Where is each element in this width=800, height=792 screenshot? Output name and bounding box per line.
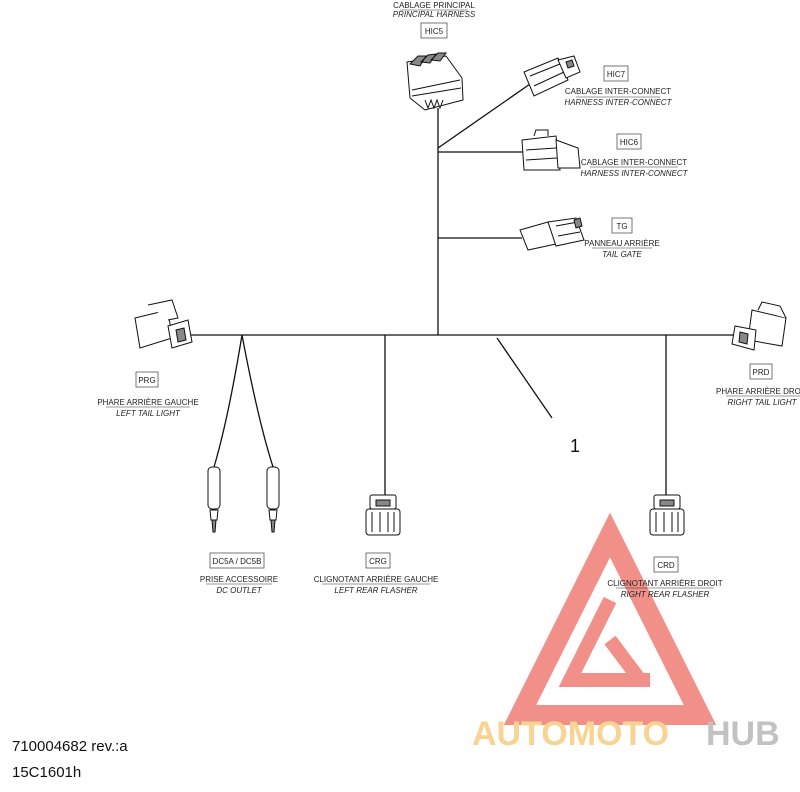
hic5-label-fr: CABLAGE PRINCIPAL bbox=[393, 1, 475, 10]
watermark-triangle bbox=[503, 512, 717, 725]
dc5b-connector bbox=[266, 466, 280, 533]
dc5-code-box bbox=[209, 552, 265, 569]
hic5-code: HIC5 bbox=[425, 27, 444, 36]
prg-code-box bbox=[135, 371, 159, 388]
crg-label-fr: CLIGNOTANT ARRIÈRE GAUCHE bbox=[314, 575, 439, 584]
watermark-logo: AUTOMOTO HUB bbox=[472, 512, 780, 753]
crg-connector bbox=[365, 494, 401, 536]
prg-code: PRG bbox=[138, 376, 155, 385]
dc5-code: DC5A / DC5B bbox=[213, 557, 262, 566]
code-boxes bbox=[135, 22, 773, 573]
tg-connector bbox=[519, 217, 585, 251]
hic5-label-en: PRINCIPAL HARNESS bbox=[393, 10, 476, 19]
crg-code: CRG bbox=[369, 557, 387, 566]
part-callout-1: 1 bbox=[570, 436, 580, 456]
callout-leader bbox=[496, 337, 553, 419]
hic7-code-box bbox=[603, 65, 629, 82]
hic6-label-fr: CABLAGE INTER-CONNECT bbox=[581, 158, 687, 167]
tg-code: TG bbox=[616, 222, 627, 231]
prg-label-en: LEFT TAIL LIGHT bbox=[116, 409, 181, 418]
hic5-code-box bbox=[420, 22, 448, 39]
crd-connector bbox=[649, 494, 685, 536]
hic6-code: HIC6 bbox=[620, 138, 639, 147]
prd-label-en: RIGHT TAIL LIGHT bbox=[727, 398, 797, 407]
tg-label-fr: PANNEAU ARRIÈRE bbox=[584, 239, 659, 248]
dc5-label-fr: PRISE ACCESSOIRE bbox=[200, 575, 278, 584]
hic7-label-en: HARNESS INTER-CONNECT bbox=[564, 98, 672, 107]
hic6-label-en: HARNESS INTER-CONNECT bbox=[580, 169, 688, 178]
branch-dc-a bbox=[213, 334, 243, 468]
crd-label-fr: CLIGNOTANT ARRIÈRE DROIT bbox=[607, 579, 722, 588]
harness-wires bbox=[190, 83, 735, 495]
dc5a-connector bbox=[207, 466, 221, 533]
prd-label-fr: PHARE ARRIÈRE DROIT bbox=[716, 387, 800, 396]
prd-code-box bbox=[749, 363, 773, 380]
tg-label-en: TAIL GATE bbox=[602, 250, 642, 259]
watermark-text-auto: AUTOMOTO bbox=[472, 715, 669, 753]
prd-code: PRD bbox=[753, 368, 770, 377]
tg-code-box bbox=[611, 217, 633, 234]
watermark-text-hub: HUB bbox=[706, 715, 780, 753]
prd-connector bbox=[731, 301, 787, 351]
hic7-label-fr: CABLAGE INTER-CONNECT bbox=[565, 87, 671, 96]
label-underlines bbox=[106, 9, 800, 589]
hic5-connector bbox=[406, 52, 464, 111]
prg-connector bbox=[134, 299, 193, 349]
dc5-label-en: DC OUTLET bbox=[216, 586, 262, 595]
prg-label-fr: PHARE ARRIÈRE GAUCHE bbox=[97, 398, 198, 407]
crd-code-box bbox=[653, 556, 679, 573]
hic6-connector bbox=[521, 129, 581, 171]
hic6-code-box bbox=[616, 133, 642, 150]
crd-label-en: RIGHT REAR FLASHER bbox=[621, 590, 710, 599]
document-number: 710004682 rev.:a bbox=[12, 738, 128, 755]
crg-label-en: LEFT REAR FLASHER bbox=[334, 586, 417, 595]
branch-dc-b bbox=[241, 334, 274, 468]
crd-code: CRD bbox=[657, 561, 675, 570]
figure-code: 15C1601h bbox=[12, 764, 82, 781]
crg-code-box bbox=[365, 552, 391, 569]
branch-hic7 bbox=[437, 83, 531, 149]
watermark-triangle-inner bbox=[558, 596, 650, 687]
hic7-code: HIC7 bbox=[607, 70, 626, 79]
hic7-connector bbox=[523, 55, 581, 97]
